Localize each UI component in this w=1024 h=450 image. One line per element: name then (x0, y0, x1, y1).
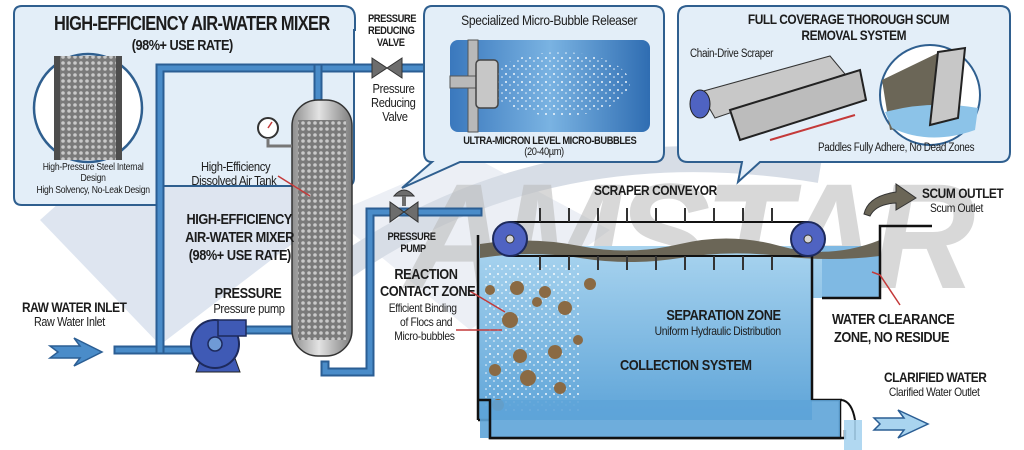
inlet-title: RAW WATER INLET (22, 299, 127, 315)
scraper-paddle-icon (728, 68, 868, 142)
outlet-pipe (844, 420, 862, 450)
releaser-callout (401, 5, 665, 189)
collection-channel (480, 400, 840, 438)
scum-outlet-sub: Scum Outlet (930, 201, 983, 215)
bubble-releaser-nozzle-icon (475, 59, 499, 109)
tank-label-1: High-Efficiency (200, 159, 271, 174)
separation-zone-sub: Uniform Hydraulic Distribution (654, 324, 782, 338)
reaction-title-1: REACTION (394, 266, 458, 283)
watermark-swoosh (330, 155, 610, 330)
separation-zone-title: SEPARATION ZONE (666, 307, 781, 324)
conveyor-paddles (539, 208, 773, 270)
scraper-conveyor-label: SCRAPER CONVEYOR (594, 182, 717, 198)
clearance-leader-line (871, 271, 901, 306)
mixer-caption-1: High-Pressure Steel Internal (42, 162, 144, 173)
reaction-title-2: CONTACT ZONE (380, 283, 476, 300)
clearance-zone-label-1: WATER CLEARANCE (832, 311, 955, 328)
scum-callout-title-2: REMOVAL SYSTEM (801, 27, 907, 43)
scum-callout-title-1: FULL COVERAGE THOROUGH SCUM (747, 11, 950, 27)
drive-roller-icon (689, 89, 711, 119)
pressure-pump-valve-label-2: PUMP (400, 243, 426, 255)
prv-title-2: REDUCING (368, 25, 415, 37)
pump-title: PRESSURE (214, 285, 282, 302)
reaction-sub-1: Efficient Binding (388, 301, 457, 315)
prv-sub-3: Valve (382, 109, 408, 124)
releaser-title: Specialized Micro-Bubble Releaser (461, 12, 638, 28)
clearance-zone-label-2: ZONE, NO RESIDUE (834, 329, 950, 346)
mixer-callout (13, 5, 356, 206)
clarified-water-sub: Clarified Water Outlet (888, 385, 980, 399)
prv-sub-1: Pressure (372, 81, 415, 96)
tank-mixer-label-2: AIR-WATER MIXER (185, 229, 294, 246)
releaser-caption-2: (20-40µm) (524, 146, 564, 158)
reaction-leader-line (467, 289, 506, 313)
pressure-pump-valve-label-1: PRESSURE (387, 231, 436, 243)
dissolved-air-tank (257, 99, 353, 357)
pressure-reducing-valve-icon[interactable] (371, 57, 403, 79)
mixer-callout-subtitle: (98%+ USE RATE) (131, 37, 233, 54)
prv-title-1: PRESSURE (368, 13, 417, 25)
scraper-conveyor[interactable] (492, 208, 826, 270)
scum-outlet-arrow-icon (863, 183, 917, 217)
mixer-caption-3: High Solvency, No-Leak Design (36, 185, 150, 196)
chain-drive-scraper-label: Chain-Drive Scraper (690, 48, 774, 60)
tank-label-2: Dissolved Air Tank (191, 173, 277, 188)
micro-bubble-cloud (490, 52, 630, 116)
prv-title-3: VALVE (376, 37, 405, 49)
reaction-sub-3: Micro-bubbles (394, 329, 455, 343)
mixer-callout-title: HIGH-EFFICIENCY AIR-WATER MIXER (54, 13, 330, 35)
direction-arrow (769, 114, 856, 141)
pressure-pump-valve-icon[interactable] (389, 189, 419, 223)
collection-system-label: COLLECTION SYSTEM (620, 357, 752, 374)
reaction-sub-2: of Flocs and (400, 315, 453, 329)
paddles-label: Paddles Fully Adhere, No Dead Zones (818, 142, 975, 154)
steel-mesh-icon (58, 56, 118, 160)
tank-mixer-label-1: HIGH-EFFICIENCY (186, 211, 293, 228)
releaser-caption-1: ULTRA-MICRON LEVEL MICRO-BUBBLES (463, 135, 637, 147)
tank-mixer-label-3: (98%+ USE RATE) (188, 247, 292, 264)
prv-sub-2: Reducing (370, 95, 416, 110)
tank-leader-line (277, 175, 311, 197)
inlet-sub: Raw Water Inlet (34, 315, 105, 329)
clarified-water-arrow-icon (872, 409, 930, 439)
clarified-water-title: CLARIFIED WATER (884, 369, 987, 385)
mixer-caption-2: Design (80, 173, 106, 184)
scum-outlet-title: SCUM OUTLET (922, 185, 1004, 201)
scum-removal-callout (677, 5, 1011, 185)
tank-mesh-icon (298, 120, 346, 340)
pressure-pump-icon[interactable] (190, 319, 247, 373)
pump-sub: Pressure pump (213, 301, 285, 316)
raw-water-arrow-icon (47, 337, 104, 367)
